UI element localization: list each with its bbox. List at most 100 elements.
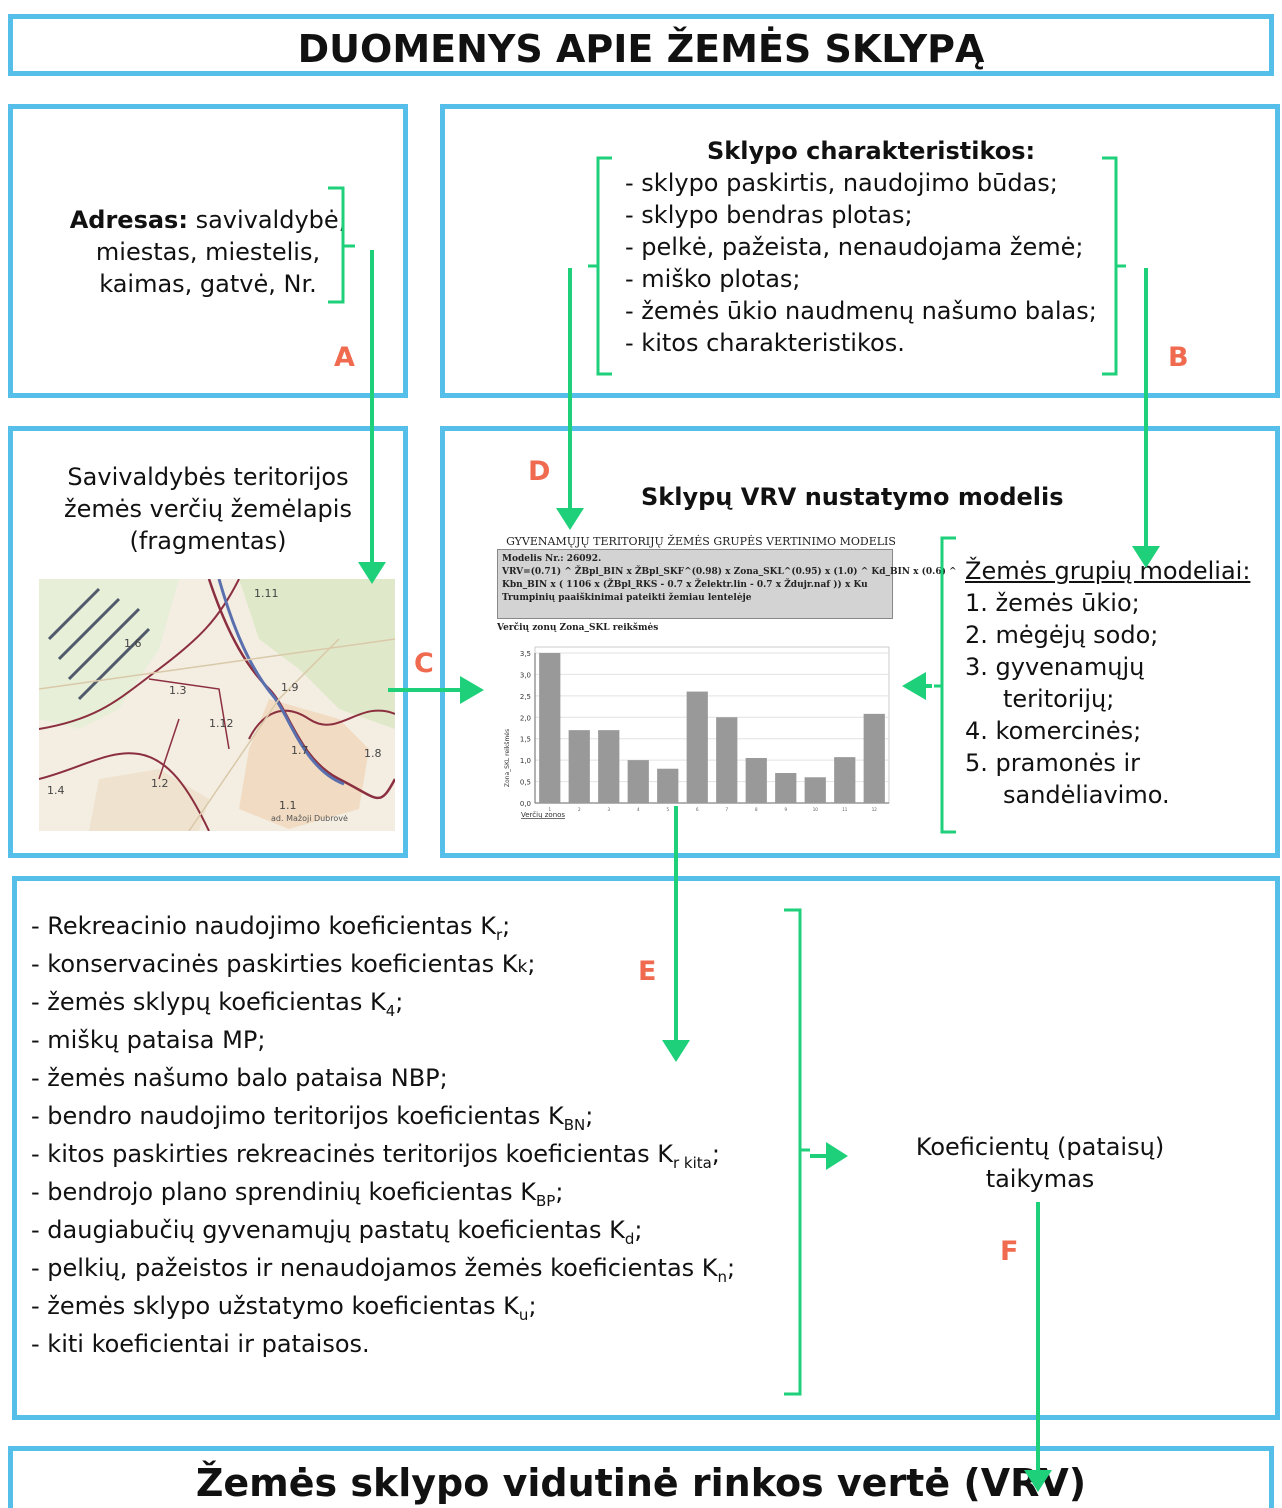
coefficient-subscript: n (717, 1267, 728, 1286)
apply-line-2: taikymas (985, 1165, 1095, 1193)
model-title: Sklypų VRV nustatymo modelis (641, 483, 1064, 511)
chart-bar (627, 760, 649, 803)
model-chart-heading: Verčių zonų Zona_SKL reikšmės (497, 623, 659, 633)
chart-bar (568, 730, 590, 803)
group-item-line: 2. mėgėjų sodo; (965, 621, 1159, 649)
coefficient-subscript: BN (563, 1115, 586, 1134)
apply-line-1: Koeficientų (pataisų) (915, 1133, 1165, 1161)
x-tick-label: 10 (813, 807, 819, 812)
y-tick-label: 1,0 (520, 757, 531, 765)
group-item-line: 4. komercinės; (965, 717, 1142, 745)
model-doc-title: GYVENAMŲJŲ TERITORIJŲ ŽEMĖS GRUPĖS VERTI… (506, 535, 896, 548)
x-tick-label: 9 (784, 807, 787, 812)
coefficients-list: - Rekreacinio naudojimo koeficientas Kr;… (31, 907, 735, 1363)
group-item-line: 1. žemės ūkio; (965, 589, 1140, 617)
label-e: E (638, 956, 657, 987)
characteristics-box: Sklypo charakteristikos: - sklypo paskir… (440, 104, 1280, 398)
x-tick-label: 4 (637, 807, 640, 812)
coefficient-item: - bendrojo plano sprendinių koeficientas… (31, 1178, 564, 1210)
coefficient-item: - daugiabučių gyvenamųjų pastatų koefici… (31, 1216, 643, 1248)
y-tick-label: 2,0 (520, 714, 531, 722)
group-item-line: 3. gyvenamųjų (965, 653, 1145, 681)
characteristic-item: - kitos charakteristikos. (625, 329, 905, 357)
y-tick-label: 0,0 (520, 800, 531, 808)
coefficient-subscript: d (624, 1229, 635, 1248)
y-tick-label: 3,5 (520, 650, 531, 658)
address-line-2: miestas, miestelis, (95, 238, 321, 266)
model-formula-line-1: Modelis Nr.: 26092. (502, 554, 602, 564)
coefficient-item: - žemės sklypo užstatymo koeficientas Ku… (31, 1292, 537, 1324)
chart-bar (834, 757, 856, 803)
label-b: B (1168, 342, 1189, 373)
address-line-3: kaimas, gatvė, Nr. (99, 270, 317, 298)
characteristic-item: - pelkė, pažeista, nenaudojama žemė; (625, 233, 1084, 261)
chart-bar (598, 730, 620, 803)
apply-text: Koeficientų (pataisų) taikymas (885, 1131, 1195, 1195)
map-zone-label: 1.8 (364, 747, 382, 760)
x-tick-label: 11 (842, 807, 848, 812)
chart-bar (686, 691, 708, 803)
chart-bar (775, 773, 797, 803)
label-d: D (528, 456, 551, 487)
group-item: 1. žemės ūkio; (965, 587, 1282, 619)
map-svg: 1.11 1.6 1.3 1.9 1.12 1.7 1.8 1.2 1.4 1.… (39, 579, 395, 831)
coefficient-subscript: r kita (673, 1153, 712, 1172)
coefficient-subscript: 4 (385, 1001, 396, 1020)
map-title-line-1: Savivaldybės teritorijos (67, 463, 349, 491)
map-zone-label: 1.12 (209, 717, 234, 730)
chart-bar (539, 653, 561, 803)
chart-bar (745, 758, 767, 803)
coefficient-subscript: BP (535, 1191, 556, 1210)
map-title: Savivaldybės teritorijos žemės verčių že… (13, 461, 403, 557)
group-item: 3. gyvenamųjų teritorijų; (965, 651, 1282, 715)
map-zone-label: 1.2 (151, 777, 169, 790)
coefficient-item: - bendro naudojimo teritorijos koeficien… (31, 1102, 594, 1134)
map-title-line-3: (fragmentas) (129, 527, 287, 555)
coefficient-subscript: r (495, 925, 503, 944)
coefficient-item: - žemės našumo balo pataisa NBP; (31, 1064, 448, 1092)
y-tick-label: 3,0 (520, 671, 531, 679)
chart-bar (657, 768, 679, 803)
group-item-line: 5. pramonės ir (965, 749, 1141, 777)
label-c: C (414, 648, 434, 679)
group-item-continuation: teritorijų; (1003, 685, 1115, 713)
model-document-image: GYVENAMŲJŲ TERITORIJŲ ŽEMĖS GRUPĖS VERTI… (497, 531, 957, 821)
coefficient-subscript: u (518, 1305, 529, 1324)
model-box: Sklypų VRV nustatymo modelis GYVENAMŲJŲ … (440, 426, 1280, 858)
y-tick-label: 1,5 (520, 736, 531, 744)
page-title: DUOMENYS APIE ŽEMĖS SKLYPĄ (297, 27, 985, 71)
characteristic-item: - miško plotas; (625, 265, 801, 293)
map-title-line-2: žemės verčių žemėlapis (64, 495, 352, 523)
map-zone-label: 1.11 (254, 587, 279, 600)
characteristic-item: - sklypo paskirtis, naudojimo būdas; (625, 169, 1058, 197)
group-item: 2. mėgėjų sodo; (965, 619, 1282, 651)
x-tick-label: 1 (548, 807, 551, 812)
coefficient-item: - pelkių, pažeistos ir nenaudojamos žemė… (31, 1254, 736, 1286)
coefficient-item: - konservacinės paskirties koeficientas … (31, 950, 536, 978)
result-title: Žemės sklypo vidutinė rinkos vertė (VRV) (195, 1461, 1087, 1505)
coefficient-item: - Rekreacinio naudojimo koeficientas Kr; (31, 912, 511, 944)
map-zone-label: 1.7 (291, 744, 309, 757)
chart-bar (863, 713, 885, 803)
address-text: Adresas: savivaldybė, miestas, miestelis… (13, 204, 403, 300)
coefficient-item: - kitos paskirties rekreacinės teritorij… (31, 1140, 720, 1172)
address-label-rest: savivaldybė, (187, 206, 347, 234)
groups-panel: Žemės grupių modeliai: 1. žemės ūkio; 2. … (965, 555, 1282, 811)
map-fragment-image: 1.11 1.6 1.3 1.9 1.12 1.7 1.8 1.2 1.4 1.… (39, 579, 395, 831)
groups-title: Žemės grupių modeliai: (965, 557, 1251, 585)
characteristics-list: - sklypo paskirtis, naudojimo būdas;- sk… (625, 167, 1097, 359)
coefficients-box: - Rekreacinio naudojimo koeficientas Kr;… (12, 876, 1280, 1420)
x-axis-label: Verčių zonos (521, 811, 565, 819)
model-formula-line-4: Trumpinių paaiškinimai pateikti žemiau l… (502, 593, 752, 603)
map-zone-label: 1.1 (279, 799, 297, 812)
model-formula-line-3: Kbn_BIN x ( 1106 x (ŽBpl_RKS - 0.7 x Žel… (502, 580, 868, 590)
map-box: Savivaldybės teritorijos žemės verčių že… (8, 426, 408, 858)
x-tick-label: 5 (666, 807, 669, 812)
y-tick-label: 2,5 (520, 693, 531, 701)
characteristics-title: Sklypo charakteristikos: (707, 137, 1036, 165)
address-label: Adresas: (69, 206, 188, 234)
x-tick-label: 8 (755, 807, 758, 812)
